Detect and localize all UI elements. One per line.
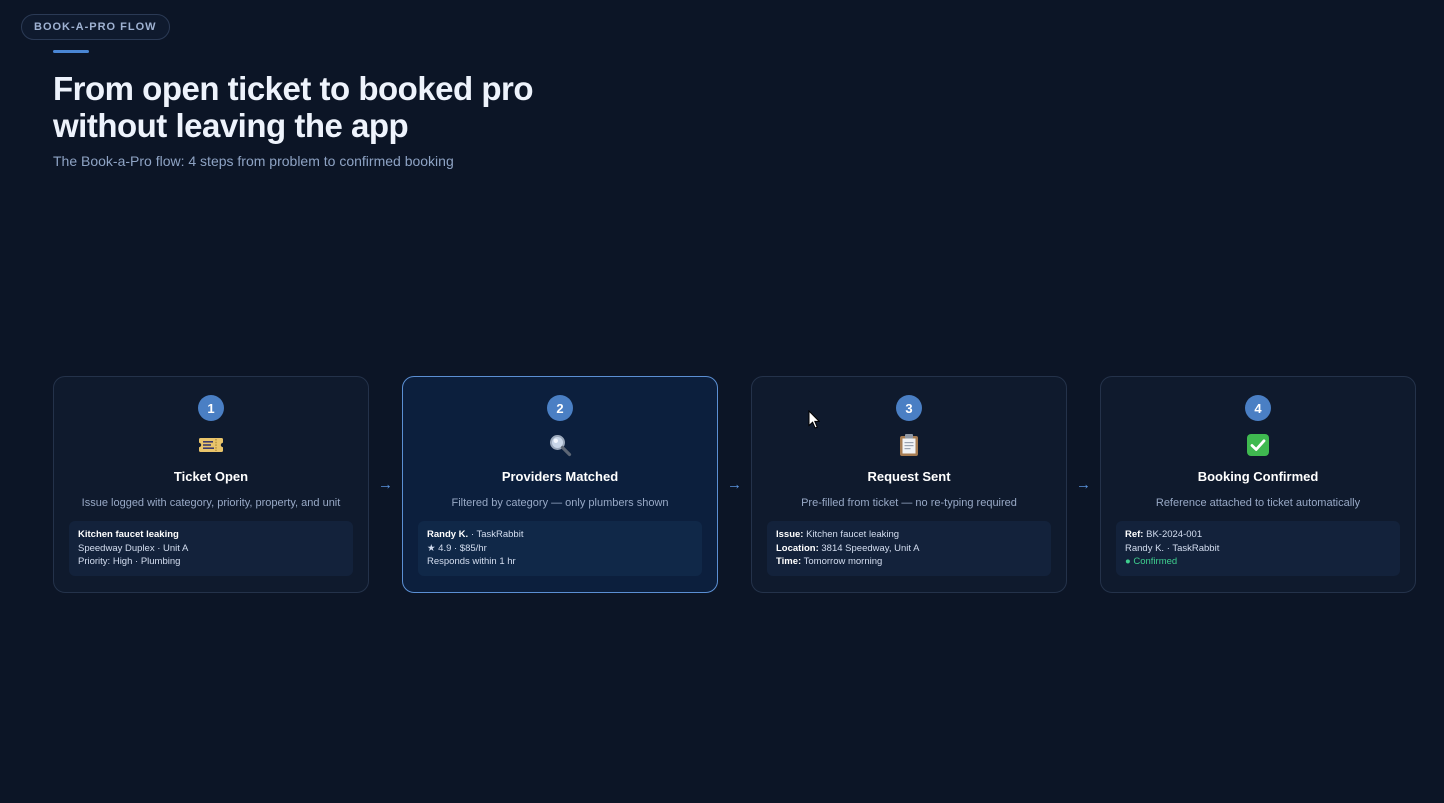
step-card-booking-confirmed[interactable]: 4 Booking Confirmed Reference attached t… <box>1100 376 1416 593</box>
title-line-1: From open ticket to booked pro <box>53 70 534 107</box>
step-description: Reference attached to ticket automatical… <box>1155 497 1361 509</box>
detail-rating: ★ 4.9 · $85/hr <box>427 542 487 554</box>
ticket-icon <box>198 433 224 457</box>
title-line-2: without leaving the app <box>53 107 409 144</box>
detail-reference: Ref: BK-2024-001 <box>1125 529 1203 540</box>
step-card-ticket-open[interactable]: 1 Ticket Open Issue logged with category… <box>53 376 369 593</box>
step-detail-box: Ref: BK-2024-001 Randy K. · TaskRabbit ●… <box>1116 521 1400 576</box>
page-subtitle: The Book-a-Pro flow: 4 steps from proble… <box>53 153 454 169</box>
mouse-cursor-icon <box>808 409 821 434</box>
step-title: Booking Confirmed <box>1197 469 1319 484</box>
step-description: Filtered by category — only plumbers sho… <box>451 497 669 509</box>
step-flow: 1 Ticket Open Issue logged with category… <box>53 376 1416 593</box>
arrow-icon: → <box>1076 476 1091 493</box>
detail-location: Location: 3814 Speedway, Unit A <box>776 542 920 554</box>
step-number-badge: 3 <box>896 395 922 421</box>
status-badge: ● Confirmed <box>1125 556 1178 567</box>
step-title: Request Sent <box>867 469 951 484</box>
detail-priority: Priority: High · Plumbing <box>78 556 181 567</box>
step-number-badge: 2 <box>547 395 573 421</box>
detail-property: Speedway Duplex · Unit A <box>78 542 189 554</box>
detail-provider: Randy K. · TaskRabbit <box>1125 542 1220 554</box>
clipboard-icon <box>896 433 922 457</box>
detail-issue: Kitchen faucet leaking <box>78 529 179 540</box>
accent-bar <box>53 50 89 53</box>
arrow-icon: → <box>378 476 393 493</box>
step-description: Issue logged with category, priority, pr… <box>81 497 341 509</box>
step-title: Providers Matched <box>501 469 619 484</box>
step-card-providers-matched[interactable]: 2 Providers Matched Filtered by category… <box>402 376 718 593</box>
step-detail-box: Kitchen faucet leaking Speedway Duplex ·… <box>69 521 353 576</box>
check-mark-icon <box>1245 433 1271 457</box>
page-title: From open ticket to booked pro without l… <box>53 70 693 144</box>
detail-time: Time: Tomorrow morning <box>776 556 883 567</box>
arrow-icon: → <box>727 476 742 493</box>
section-pill: BOOK-A-PRO FLOW <box>21 14 170 40</box>
step-number-badge: 4 <box>1245 395 1271 421</box>
magnifier-icon <box>547 433 573 457</box>
step-detail-box: Randy K. · TaskRabbit ★ 4.9 · $85/hr Res… <box>418 521 702 576</box>
detail-issue: Issue: Kitchen faucet leaking <box>776 529 900 540</box>
detail-response: Responds within 1 hr <box>427 556 516 567</box>
detail-provider: Randy K. · TaskRabbit <box>427 529 524 540</box>
step-detail-box: Issue: Kitchen faucet leaking Location: … <box>767 521 1051 576</box>
step-number-badge: 1 <box>198 395 224 421</box>
step-description: Pre-filled from ticket — no re-typing re… <box>801 497 1017 509</box>
step-title: Ticket Open <box>173 469 249 484</box>
step-card-request-sent[interactable]: 3 Request Sent Pre-filled from ticket — … <box>751 376 1067 593</box>
